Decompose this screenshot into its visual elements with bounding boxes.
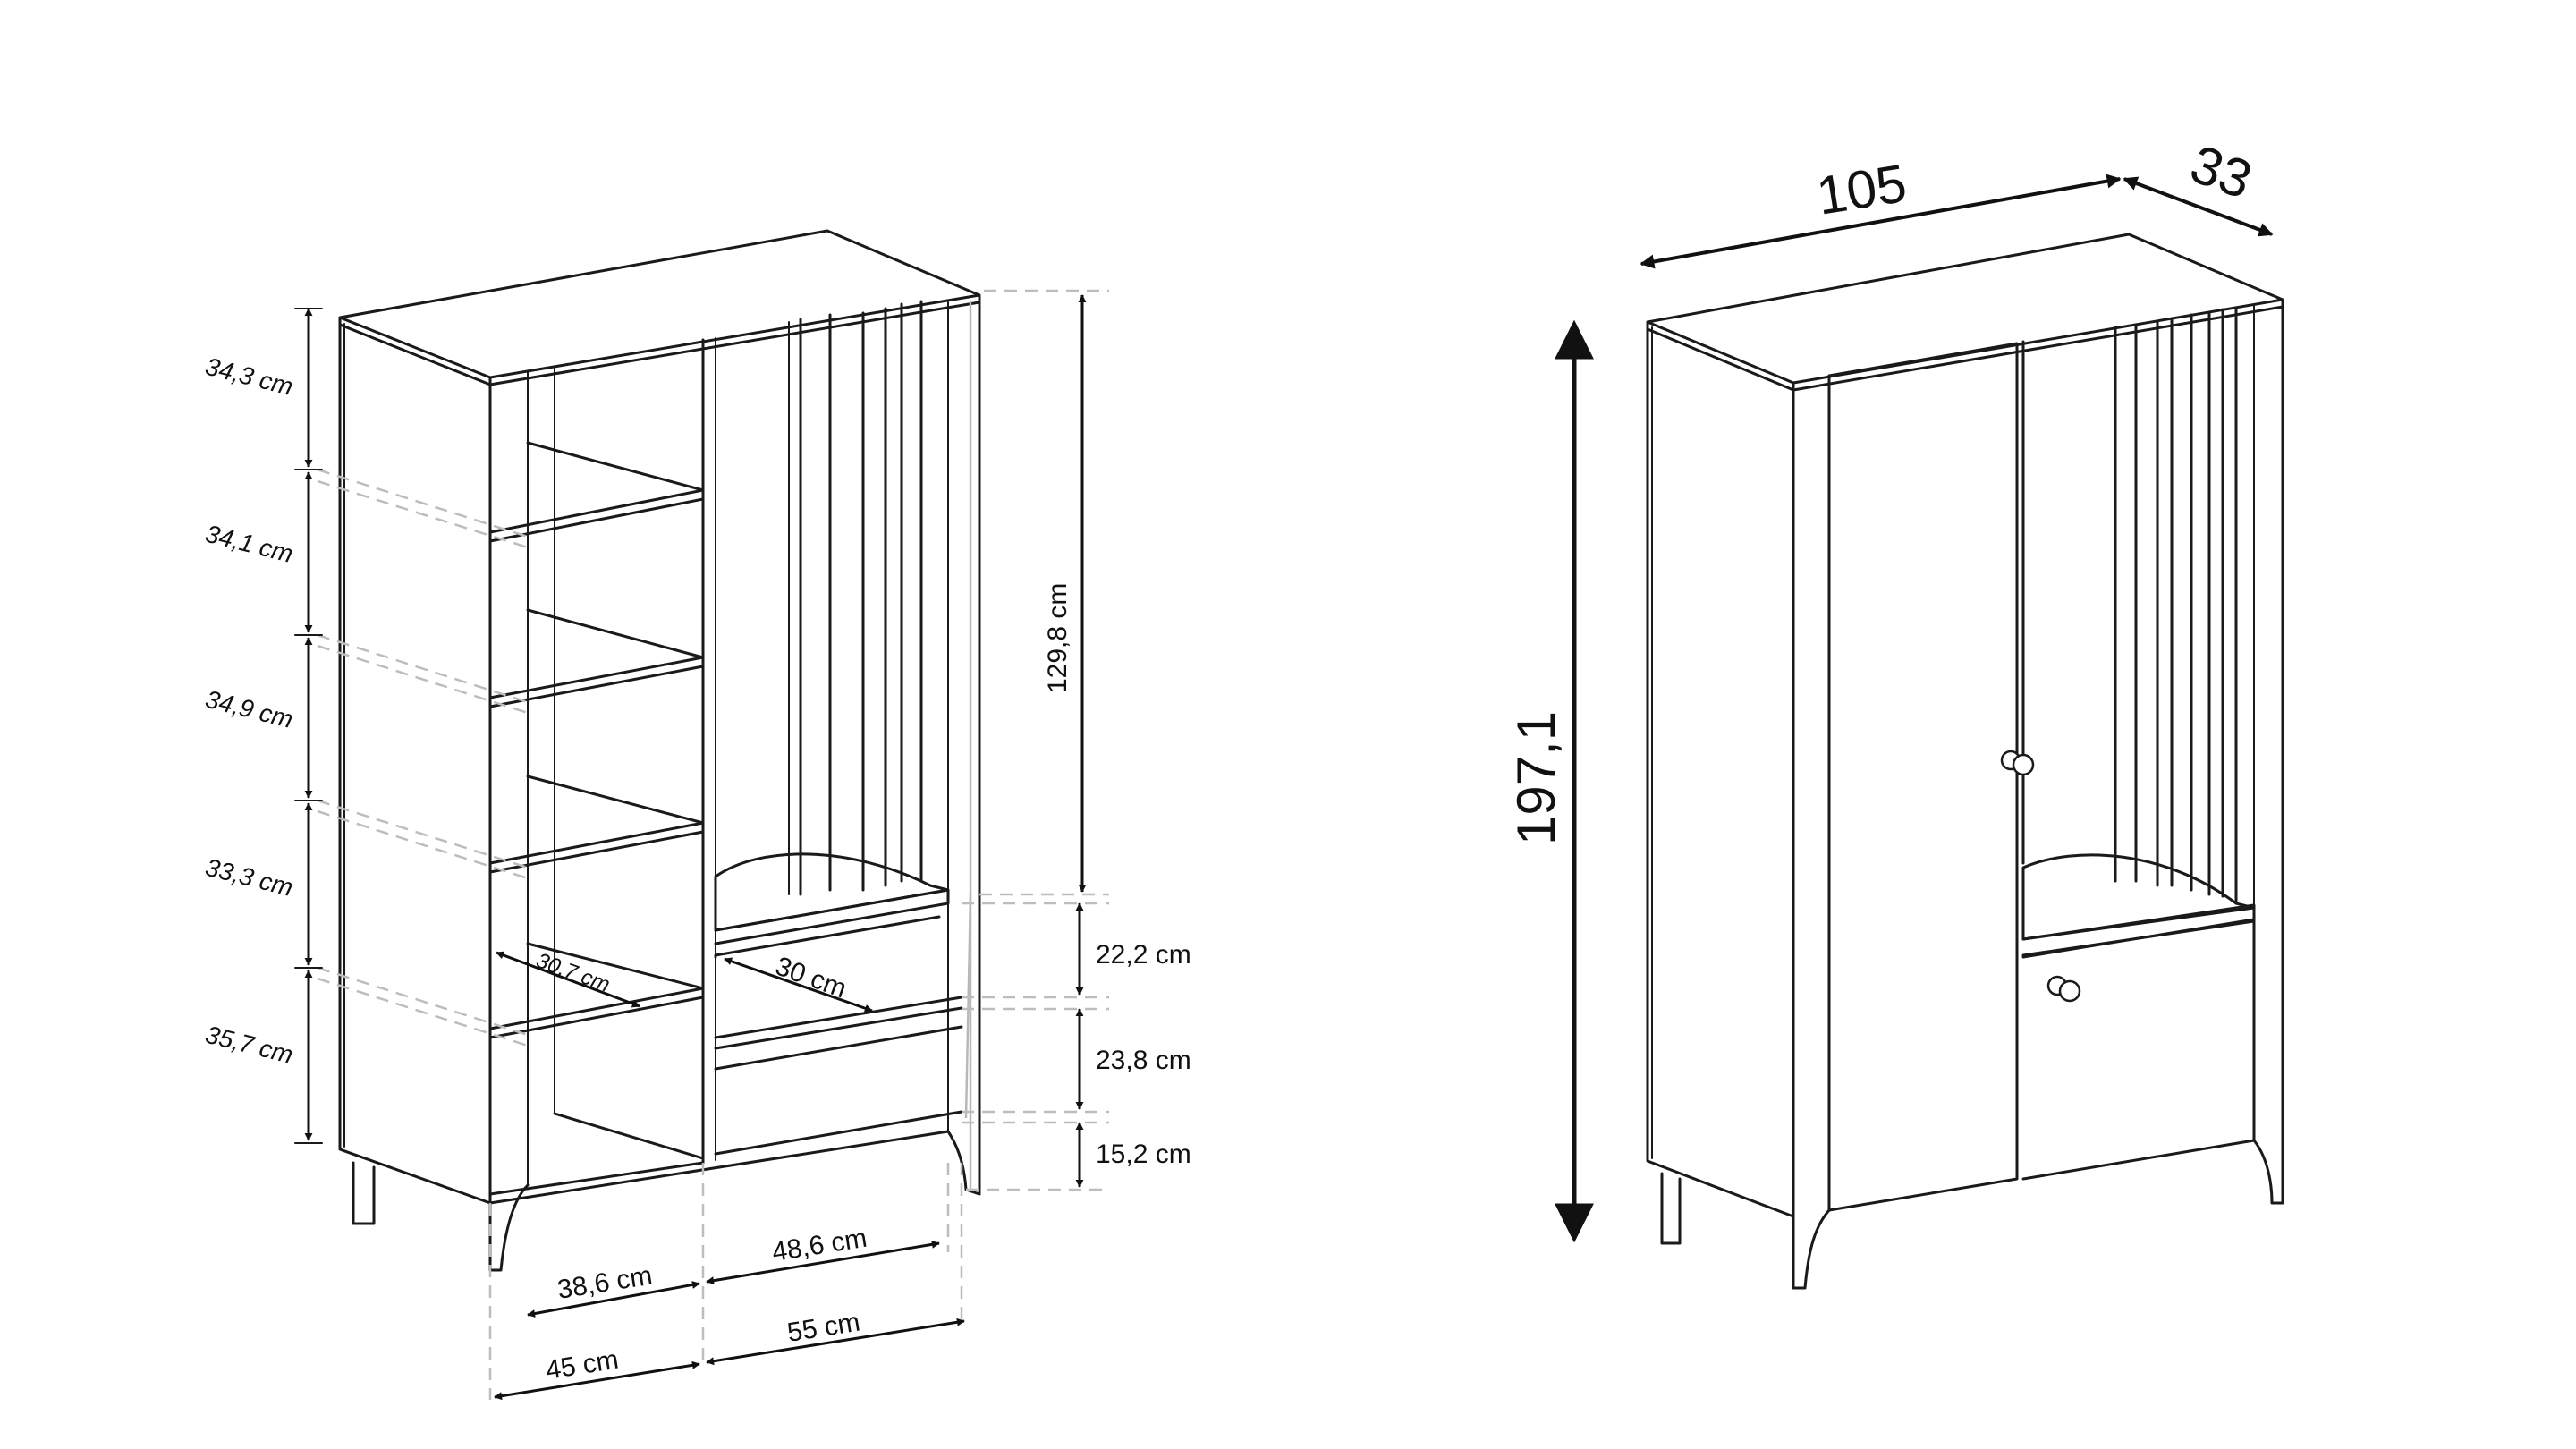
shelf-height-dimensions: 34,3 cm 34,1 cm 34,9 cm 33,3 cm 35,7 cm: [203, 308, 323, 1144]
shelf-height-4-label: 33,3 cm: [203, 853, 296, 902]
inner-width-2-label: 48,6 cm: [770, 1224, 869, 1267]
shelf-height-5-label: 35,7 cm: [203, 1021, 296, 1069]
wardrobe-closed-exterior: [1646, 233, 2284, 1290]
shelf-height-2-label: 34,1 cm: [203, 520, 296, 568]
drawer-height-2-label: 23,8 cm: [1096, 1046, 1191, 1075]
drawer-height-3-label: 15,2 cm: [1096, 1140, 1191, 1169]
extension-lines-left: [317, 289, 1109, 1400]
drawer-height-1-label: 22,2 cm: [1096, 940, 1191, 970]
shelf-height-1-label: 34,3 cm: [203, 352, 296, 401]
drawer-depth-label: 30 cm: [772, 952, 851, 1004]
hanging-height-label: 129,8 cm: [1043, 583, 1072, 693]
shelf-height-3-label: 34,9 cm: [203, 685, 296, 733]
wardrobe-open-interior: [338, 229, 981, 1272]
width-dimensions: 38,6 cm 48,6 cm 45 cm 55 cm: [494, 1224, 965, 1401]
outer-width-2-label: 55 cm: [785, 1308, 862, 1348]
inner-width-1-label: 38,6 cm: [555, 1261, 655, 1305]
hanging-and-drawer-dimensions: 129,8 cm 22,2 cm 23,8 cm 15,2 cm: [1043, 294, 1191, 1188]
overall-height-label: 197,1: [1506, 711, 1566, 845]
overall-width-label: 105: [1813, 153, 1911, 226]
overall-depth-label: 33: [2183, 133, 2260, 210]
